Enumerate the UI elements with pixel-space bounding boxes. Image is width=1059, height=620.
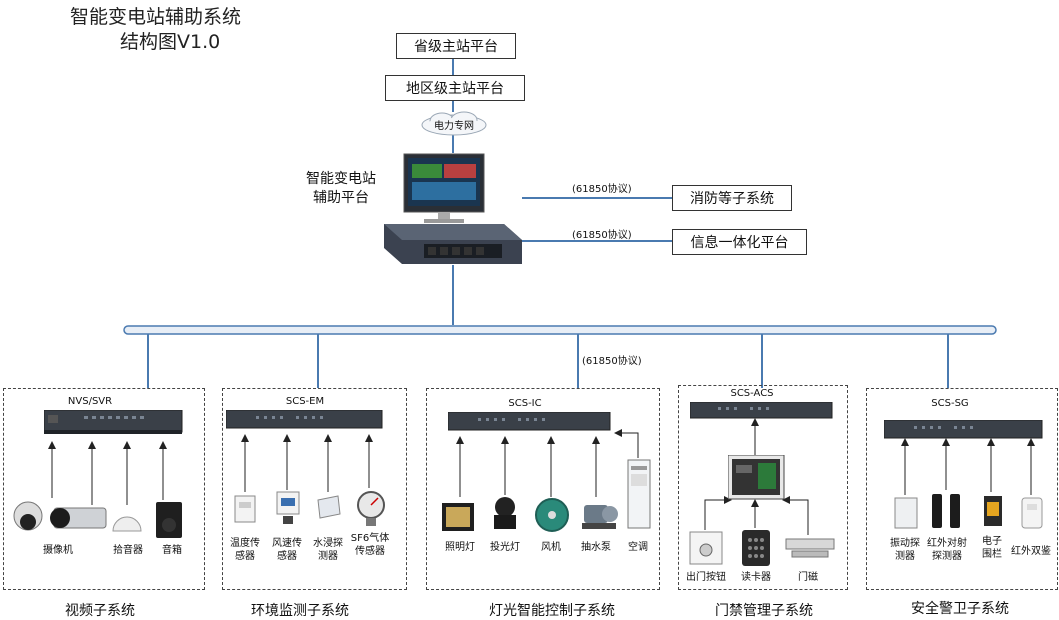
infrared-beam-detector-icon bbox=[932, 494, 960, 528]
scs-em-device-icon bbox=[226, 410, 383, 429]
env-subsystem-name: 环境监测子系统 bbox=[251, 603, 349, 619]
nvs-device-icon bbox=[44, 410, 183, 434]
security-item-fence: 电子 围栏 bbox=[982, 536, 1002, 560]
security-subsystem-box bbox=[866, 388, 1058, 590]
light-subsystem-name: 灯光智能控制子系统 bbox=[489, 603, 615, 619]
microphone-pickup-icon bbox=[112, 516, 142, 532]
dual-tech-detector-icon bbox=[1021, 497, 1043, 529]
access-item-door-magnet: 门磁 bbox=[798, 572, 818, 583]
temperature-sensor-icon bbox=[234, 495, 256, 523]
security-item-infrared-beam: 红外对射 探测器 bbox=[927, 538, 967, 562]
lighting-lamp-icon bbox=[442, 503, 474, 531]
bus-protocol-label: (61850协议) bbox=[582, 356, 642, 367]
electronic-fence-icon bbox=[984, 496, 1002, 526]
video-item-camera: 摄像机 bbox=[43, 545, 73, 556]
fire-subsystem-box: 消防等子系统 bbox=[672, 185, 792, 211]
access-subsystem-name: 门禁管理子系统 bbox=[715, 603, 813, 619]
access-device-name: SCS-ACS bbox=[730, 388, 774, 399]
light-item-fan: 风机 bbox=[541, 542, 561, 553]
env-item-sf6: SF6气体 传感器 bbox=[350, 533, 390, 557]
server-monitor-icon bbox=[384, 153, 522, 264]
card-reader-icon bbox=[742, 530, 770, 566]
env-item-temperature: 温度传 感器 bbox=[230, 538, 260, 562]
security-device-name: SCS-SG bbox=[931, 398, 969, 409]
camera-icon bbox=[13, 501, 107, 531]
door-magnet-icon bbox=[785, 538, 835, 558]
env-device-name: SCS-EM bbox=[285, 396, 325, 407]
wind-speed-sensor-icon bbox=[276, 491, 300, 524]
security-subsystem-name: 安全警卫子系统 bbox=[911, 601, 1009, 617]
access-controller-panel-icon bbox=[728, 455, 785, 500]
protocol-label-info: (61850协议) bbox=[572, 230, 632, 241]
air-conditioner-icon bbox=[627, 459, 651, 529]
video-subsystem-name: 视频子系统 bbox=[65, 603, 135, 619]
security-item-vibration: 振动探 测器 bbox=[890, 538, 920, 562]
video-device-name: NVS/SVR bbox=[67, 396, 113, 407]
vibration-detector-icon bbox=[894, 497, 918, 529]
light-item-ac: 空调 bbox=[628, 542, 648, 553]
fan-icon bbox=[535, 498, 569, 532]
env-item-wind: 风速传 感器 bbox=[272, 538, 302, 562]
info-platform-box: 信息一体化平台 bbox=[672, 229, 807, 255]
platform-label: 智能变电站 辅助平台 bbox=[298, 170, 384, 208]
sf6-gas-sensor-icon bbox=[357, 491, 385, 526]
light-item-pump: 抽水泵 bbox=[581, 542, 611, 553]
network-label: 电力专网 bbox=[434, 121, 474, 132]
access-item-exit-button: 出门按钮 bbox=[686, 572, 726, 583]
scs-sg-device-icon bbox=[884, 420, 1043, 439]
env-subsystem-box bbox=[222, 388, 407, 590]
exit-button-icon bbox=[689, 531, 723, 565]
video-item-pickup: 拾音器 bbox=[113, 545, 143, 556]
speaker-icon bbox=[156, 502, 182, 538]
env-item-water: 水浸探 测器 bbox=[313, 538, 343, 562]
floodlight-icon bbox=[494, 497, 516, 529]
protocol-label-fire: (61850协议) bbox=[572, 184, 632, 195]
provincial-master-box: 省级主站平台 bbox=[396, 33, 516, 59]
water-pump-icon bbox=[582, 505, 618, 529]
platform-label-line1: 智能变电站 bbox=[306, 171, 376, 187]
regional-master-box: 地区级主站平台 bbox=[385, 75, 525, 101]
access-item-card-reader: 读卡器 bbox=[741, 572, 771, 583]
scs-acs-device-icon bbox=[690, 402, 833, 419]
diagram-subtitle: 结构图V1.0 bbox=[120, 31, 221, 53]
video-subsystem-box bbox=[3, 388, 205, 590]
water-leak-sensor-icon bbox=[317, 495, 341, 519]
light-item-floodlight: 投光灯 bbox=[490, 542, 520, 553]
light-item-lamp: 照明灯 bbox=[445, 542, 475, 553]
platform-label-line2: 辅助平台 bbox=[313, 190, 369, 206]
scs-ic-device-icon bbox=[448, 412, 611, 431]
access-subsystem-box bbox=[678, 385, 848, 590]
cloud-icon bbox=[421, 111, 487, 136]
light-device-name: SCS-IC bbox=[508, 398, 542, 409]
light-subsystem-box bbox=[426, 388, 660, 590]
security-item-dual-tech: 红外双鉴 bbox=[1011, 546, 1051, 557]
video-item-speaker: 音箱 bbox=[162, 545, 182, 556]
diagram-title: 智能变电站辅助系统 bbox=[70, 6, 242, 28]
